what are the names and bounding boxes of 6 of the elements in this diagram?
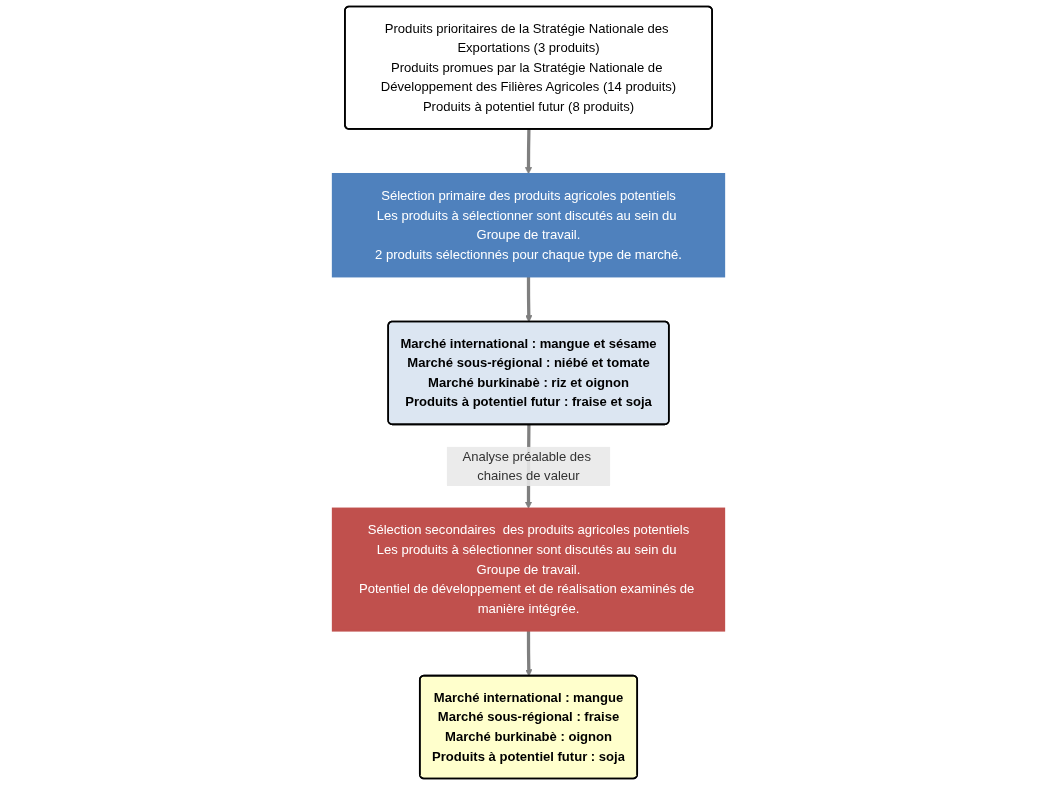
node-box: Sélection primaire des produits agricoles potentiels Les produits à sélectionner sont discutés au sein du Groupe de travail. 2 produits sélectionnés pour chaque type de marché. — [331, 173, 726, 278]
node-box: Sélection secondaires des produits agricoles potentiels Les produits à sélectionner sont discutés au sein du Groupe de travail. Potentiel de développement et de réalisation examinés de manière intégrée. — [331, 507, 726, 632]
arrow — [525, 276, 533, 323]
arrow — [525, 630, 533, 677]
edge-label: Analyse préalable des chaines de valeur — [462, 449, 591, 483]
arrow — [524, 129, 533, 175]
